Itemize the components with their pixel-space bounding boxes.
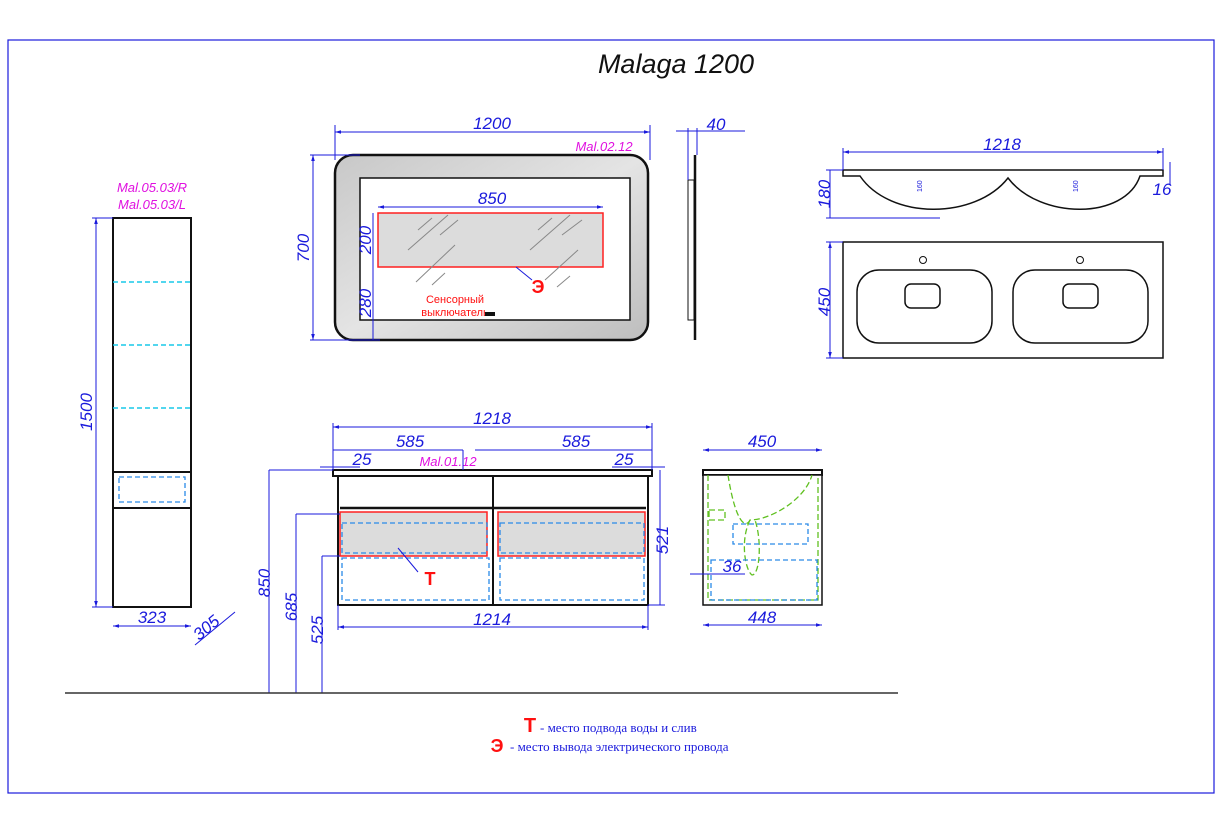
legend-text-water: - место подвода воды и слив (540, 720, 697, 735)
vanity-code: Mal.01.12 (419, 454, 477, 469)
side-body-depth-dim: 448 (748, 608, 777, 627)
led-lamp-zone (377, 212, 604, 268)
water-supply-marker: Т (425, 569, 436, 589)
electric-outlet-marker: Э (532, 277, 545, 297)
vanity-half-left-dim: 585 (396, 432, 425, 451)
lamp-width-dim: 850 (478, 189, 507, 208)
vanity-half-right-dim: 585 (562, 432, 591, 451)
mirror-front-view: Э Сенсорный выключатель Mal.02.12 1200 8… (294, 114, 651, 342)
legend: Т - место подвода воды и слив Э - место … (491, 715, 729, 756)
sink-width-dim: 1218 (983, 135, 1021, 154)
sink-height-dim: 180 (815, 179, 834, 208)
vanity-height-dim: 521 (653, 526, 672, 554)
vanity-inset-right-dim: 25 (614, 450, 634, 469)
bowl-depth-left: 160 (917, 180, 924, 192)
column-width-dim: 323 (138, 608, 167, 627)
column-code-l: Mal.05.03/L (118, 197, 186, 212)
vanity-top-width-dim: 1218 (473, 409, 511, 428)
water-zone-right (497, 511, 646, 557)
mirror-width-dim: 1200 (473, 114, 511, 133)
sink-side-view: 1218 180 16 160 160 (815, 135, 1172, 219)
legend-marker-water: Т (524, 715, 536, 737)
drawing-title: Malaga 1200 (598, 49, 754, 79)
vanity-inset-left-dim: 25 (352, 450, 372, 469)
sensor-switch-icon (485, 312, 495, 316)
bowl-depth-right: 160 (1073, 180, 1080, 192)
sink-rim-dim: 16 (1153, 180, 1172, 199)
sink-top-view: 450 (815, 241, 1164, 359)
lamp-height-dim: 200 (356, 225, 375, 255)
sheet-border (7, 39, 1215, 794)
mirror-height-dim: 700 (294, 233, 313, 262)
column-height-dim: 1500 (77, 393, 96, 431)
sink-depth-dim: 450 (815, 287, 834, 316)
legend-marker-electric: Э (491, 736, 504, 756)
side-depth-dim: 450 (748, 432, 777, 451)
switch-label: выключатель (421, 307, 489, 319)
vanity-body-width-dim: 1214 (473, 610, 511, 629)
vanity-side-view: 450 448 36 (690, 432, 823, 627)
side-offset-dim: 36 (723, 557, 742, 576)
tall-column: Mal.05.03/R Mal.05.03/L 1500 323 305 (77, 180, 236, 646)
mirror-depth-dim: 40 (707, 115, 726, 134)
sensor-label: Сенсорный (426, 294, 484, 306)
mirror-code: Mal.02.12 (575, 139, 633, 154)
column-depth-dim: 305 (189, 611, 223, 644)
drawer-top-dim: 685 (282, 592, 301, 621)
legend-text-electric: - место вывода электрического провода (510, 739, 729, 754)
vanity-front-view: Т Mal.01.12 1218 585 585 25 25 1214 521 … (65, 409, 898, 694)
water-zone-left (339, 511, 488, 557)
lamp-offset-dim: 280 (356, 288, 375, 318)
mirror-side-view: 40 (676, 115, 745, 340)
column-code-r: Mal.05.03/R (117, 180, 187, 195)
drawer-bottom-dim: 525 (308, 615, 327, 644)
mount-height-dim: 850 (255, 568, 274, 597)
